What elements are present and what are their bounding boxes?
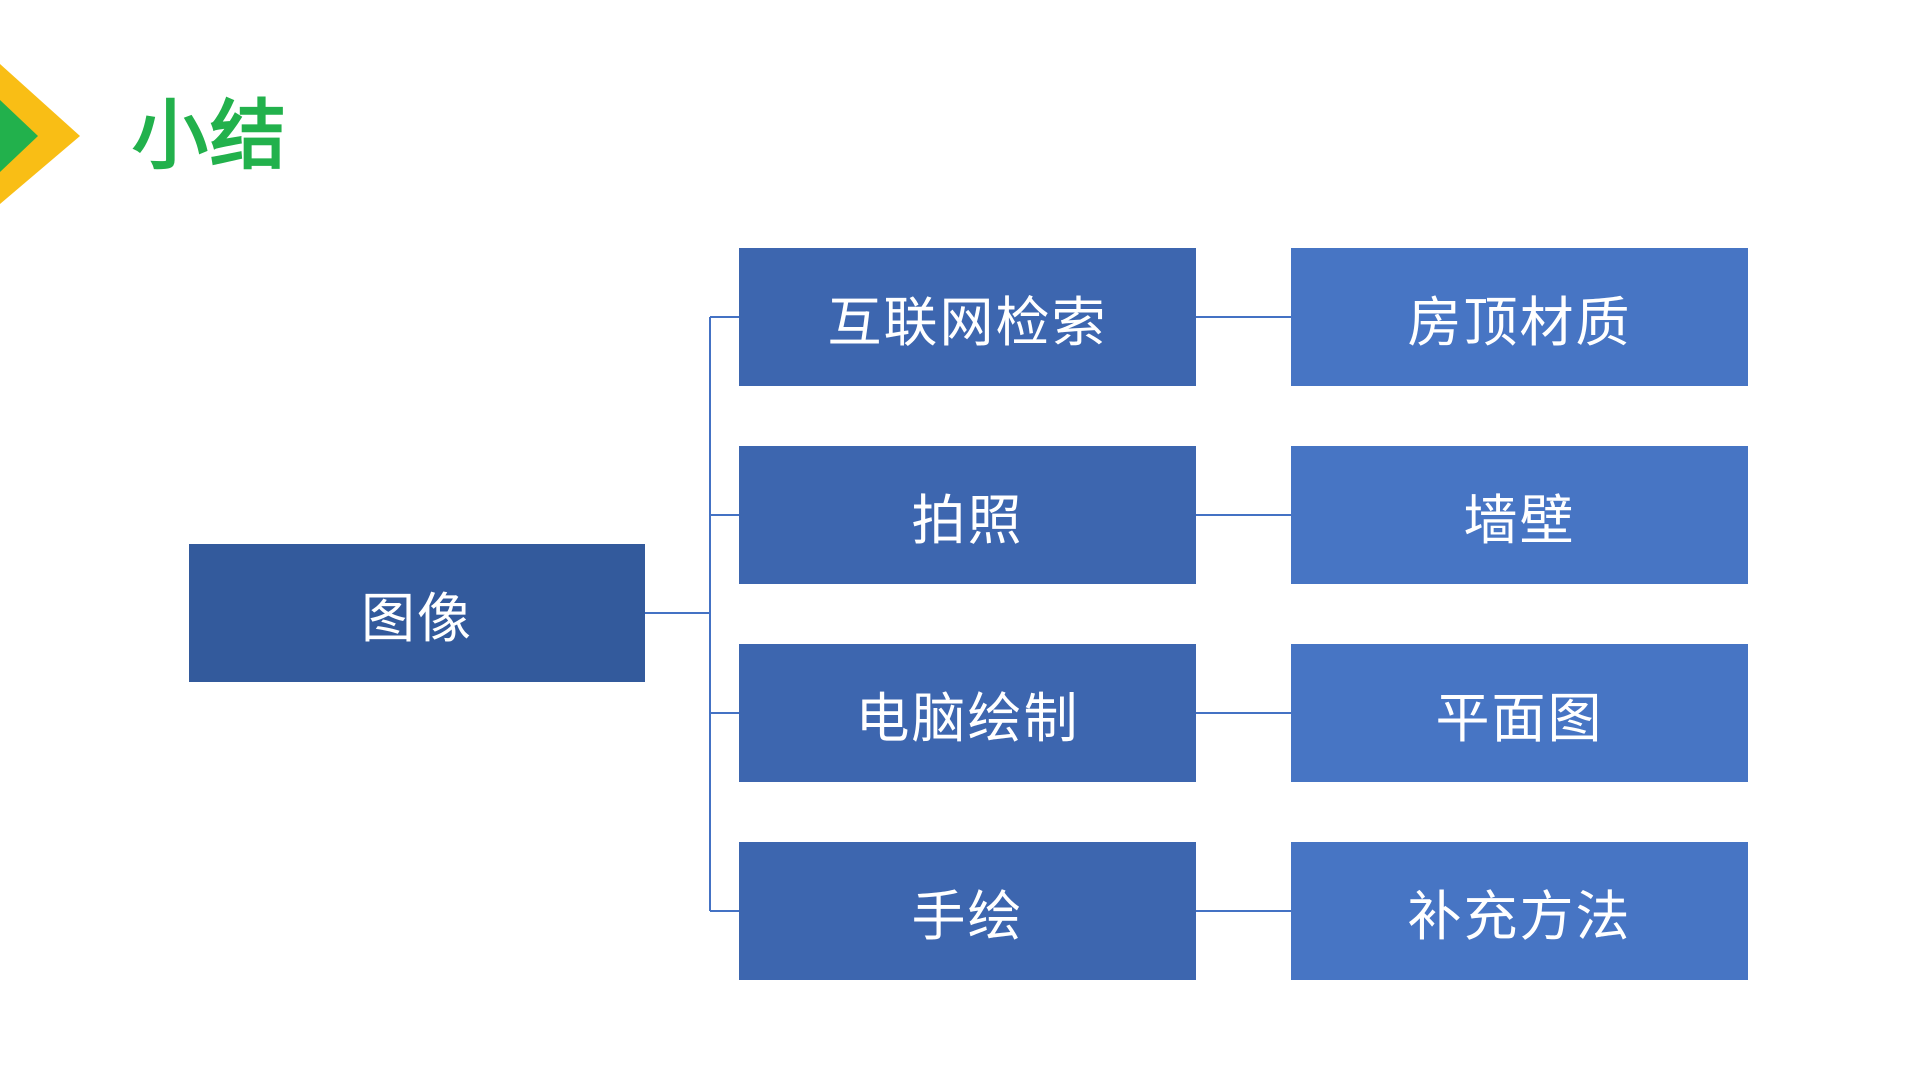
- root-node-image: 图像: [189, 544, 645, 682]
- source-node-internet-search: 互联网检索: [739, 248, 1196, 386]
- target-node-wall: 墙壁: [1291, 446, 1748, 584]
- target-node-supplementary-method: 补充方法: [1291, 842, 1748, 980]
- chevron-decoration-icon: [0, 64, 80, 204]
- source-node-hand-drawing: 手绘: [739, 842, 1196, 980]
- source-node-photo: 拍照: [739, 446, 1196, 584]
- target-node-roof-material: 房顶材质: [1291, 248, 1748, 386]
- slide-title: 小结: [132, 91, 288, 180]
- target-node-floor-plan: 平面图: [1291, 644, 1748, 782]
- chevron-outer-shape: [0, 64, 80, 204]
- source-node-computer-drawing: 电脑绘制: [739, 644, 1196, 782]
- chevron-inner-shape: [0, 100, 38, 172]
